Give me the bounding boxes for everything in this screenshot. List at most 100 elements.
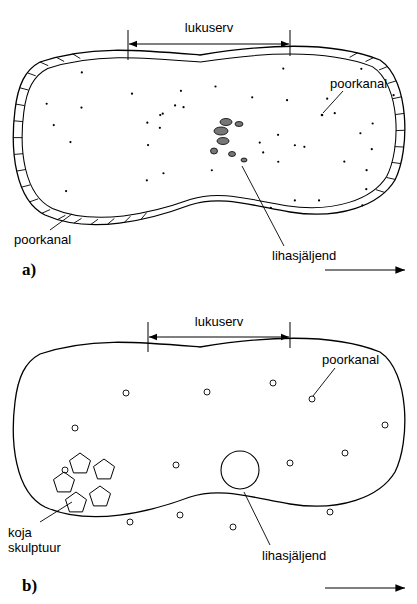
pore [277, 161, 279, 163]
rim-pore-canal [350, 53, 358, 58]
pore [327, 509, 333, 515]
reticulate-cell [70, 453, 91, 473]
pore [146, 122, 148, 124]
pore [270, 380, 276, 386]
pore [251, 96, 253, 98]
pore [259, 141, 261, 143]
pore [131, 93, 133, 95]
rim-pore-canal [124, 216, 130, 222]
rim-pore-canal [107, 218, 114, 224]
pore [214, 85, 216, 87]
panel-tag: a) [22, 262, 36, 277]
leader-line [40, 502, 72, 522]
rim-pore-canal [17, 170, 26, 172]
rim-pore-canal [376, 190, 385, 193]
pore [361, 204, 363, 206]
pore [282, 68, 284, 70]
part-label: poorkanal [14, 232, 71, 247]
leader-line [242, 166, 284, 246]
rim-pore-canal [42, 210, 50, 214]
muscle-scar [221, 451, 259, 489]
muscle-scar [235, 122, 243, 127]
leader-line [313, 368, 335, 396]
rim-pore-canal [396, 130, 405, 131]
rim-pore-canal [379, 67, 387, 70]
pore [326, 98, 328, 100]
pore [159, 114, 161, 116]
reticulate-cell [54, 472, 75, 492]
pore [65, 190, 67, 192]
leader-line [50, 214, 72, 230]
direction-arrow [325, 269, 405, 270]
rim-pore-canal [73, 54, 81, 59]
rim-pore-canal [27, 73, 35, 76]
pore [72, 425, 78, 431]
rim-pore-canal [14, 153, 23, 155]
part-label: lihasjäljend [262, 548, 326, 563]
pore [162, 113, 164, 115]
pore [342, 450, 348, 456]
rim-pore-canal [392, 162, 401, 163]
pore [53, 124, 55, 126]
valve-a [13, 46, 405, 224]
pore [211, 169, 213, 171]
pore [173, 462, 179, 468]
pore [162, 172, 164, 174]
valve-outline [13, 46, 405, 224]
rim-pore-canal [14, 120, 23, 122]
pore [371, 148, 373, 150]
dimension-tick [128, 30, 129, 60]
muscle-scar [217, 138, 229, 145]
pore [270, 207, 272, 209]
dimension-line [149, 337, 289, 338]
dimension-label: lukuserv [195, 314, 243, 329]
rim-pore-canal [91, 219, 98, 224]
pore [382, 422, 388, 428]
pore [287, 460, 293, 466]
rim-pore-canal [386, 177, 395, 179]
rim-pore-canal [388, 81, 397, 84]
pore [146, 179, 148, 181]
pore [80, 107, 82, 109]
dimension-line [129, 44, 289, 45]
part-label: koja skulptuur [8, 525, 68, 555]
muscle-scar [211, 148, 218, 154]
pore [309, 396, 315, 402]
leader-line [323, 91, 343, 113]
pore [127, 519, 133, 525]
part-label: poorkanal [322, 352, 379, 367]
pore [392, 94, 394, 96]
reticulate-cell [90, 486, 111, 506]
rim-pore-canal [141, 213, 147, 220]
pore [180, 90, 182, 92]
pore [230, 524, 236, 530]
rim-pore-canal [40, 62, 48, 66]
pore [359, 132, 361, 134]
pore [46, 103, 48, 105]
dimension-label: lukuserv [185, 20, 233, 35]
reticulate-cell [66, 492, 87, 512]
muscle-scar [241, 158, 247, 162]
pore [62, 467, 68, 473]
rim-pore-canal [74, 218, 82, 223]
pore [147, 144, 149, 146]
inner-margin [22, 54, 396, 217]
pore [360, 68, 362, 70]
pore [334, 112, 336, 114]
pore [159, 127, 161, 129]
muscle-scar [214, 127, 228, 135]
valve-b [13, 338, 405, 530]
reticulate-cell [94, 459, 115, 479]
pore [177, 512, 183, 518]
pore [182, 106, 184, 108]
pore [365, 169, 367, 171]
pore [286, 99, 288, 101]
pore [343, 161, 345, 163]
part-label: poorkanal [330, 76, 387, 91]
rim-pore-canal [13, 137, 22, 138]
leader-line [244, 492, 270, 545]
part-label: lihasjäljend [272, 248, 336, 263]
pore [372, 122, 374, 124]
pore [294, 199, 296, 201]
